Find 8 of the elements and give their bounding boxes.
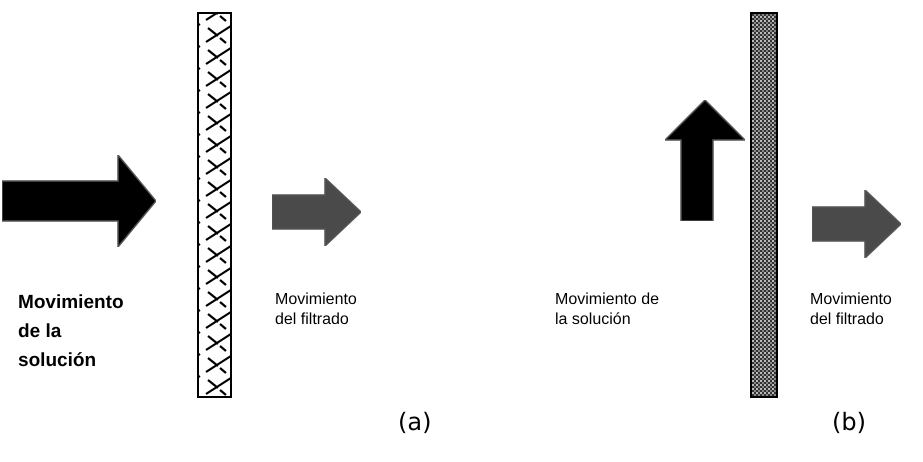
- panel-label: (a): [398, 407, 432, 438]
- panel-label: (b): [832, 407, 866, 438]
- flow-label: Movimiento de la solución: [555, 290, 660, 330]
- flow-label: Movimiento del filtrado: [810, 290, 893, 330]
- filter-membrane: [197, 12, 232, 398]
- flow-label: Movimiento de la solución: [18, 291, 125, 373]
- flow-label: Movimiento del filtrado: [275, 290, 358, 330]
- filter-membrane: [750, 12, 778, 398]
